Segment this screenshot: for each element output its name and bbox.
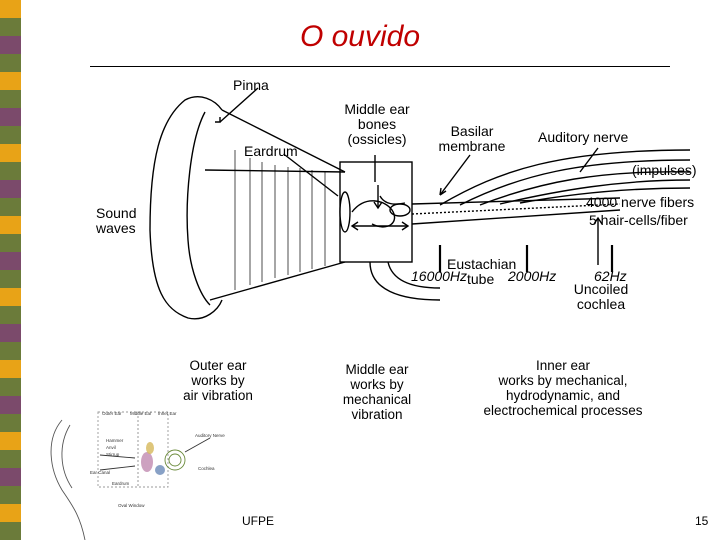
label-auditory-nerve: Auditory nerve [538, 129, 629, 145]
caption-outer-ear: Outer ear works by air vibration [183, 358, 253, 403]
inset-label: Auditory Nerve [195, 433, 225, 438]
label-pinna: Pinna [233, 77, 269, 93]
slide-title: O ouvido [299, 20, 421, 53]
label-uncoiled-cochlea: Uncoiled cochlea [573, 281, 629, 312]
inset-label: Eardrum [112, 481, 130, 486]
stripe-block [0, 414, 21, 432]
stripe-block [0, 72, 21, 90]
label-basilar-membrane: Basilar membrane [438, 123, 506, 154]
stripe-block [0, 198, 21, 216]
inset-label: Hammer [106, 438, 124, 443]
frequency-label-high: 16000Hz [411, 268, 468, 284]
stripe-block [0, 468, 21, 486]
label-nerve-fibers: 4000 nerve fibers [586, 194, 695, 210]
inset-label: Stirrup [106, 452, 120, 457]
label-impulses: (impulses) [632, 162, 697, 178]
inset-label: Oval Window [118, 503, 145, 508]
inset-label: Cochlea [198, 466, 215, 471]
stripe-block [0, 378, 21, 396]
stripe-block [0, 90, 21, 108]
caption-inner-ear: Inner ear works by mechanical, hydrodyna… [483, 358, 643, 418]
label-eustachian-tube: Eustachian tube [447, 256, 517, 287]
stripe-block [0, 288, 21, 306]
title-divider [90, 66, 670, 67]
page-number: 15 [695, 514, 709, 528]
stripe-block [0, 396, 21, 414]
stripe-block [0, 360, 21, 378]
stripe-block [0, 522, 21, 540]
stripe-block [0, 486, 21, 504]
stripe-block [0, 162, 21, 180]
stripe-block [0, 504, 21, 522]
stripe-block [0, 144, 21, 162]
stripe-block [0, 450, 21, 468]
inset-label: Outer Ear [102, 411, 122, 416]
footer-institution: UFPE [242, 514, 275, 528]
stripe-block [0, 252, 21, 270]
frequency-label-low: 62Hz [594, 268, 627, 284]
stripe-block [0, 18, 21, 36]
label-sound-waves: Sound waves [96, 205, 137, 236]
stripe-block [0, 306, 21, 324]
label-middle-ear-bones: Middle ear bones (ossicles) [344, 101, 410, 147]
inset-label: Inner Ear [158, 411, 177, 416]
stripe-block [0, 342, 21, 360]
stripe-block [0, 54, 21, 72]
stripe-block [0, 324, 21, 342]
stripe-block [0, 270, 21, 288]
inset-label: Anvil [106, 445, 116, 450]
label-eardrum: Eardrum [244, 143, 298, 159]
inset-label: Ear Canal [90, 470, 111, 475]
stripe-block [0, 234, 21, 252]
stripe-block [0, 180, 21, 198]
label-hair-cells: 5 hair-cells/fiber [589, 212, 688, 228]
caption-middle-ear: Middle ear works by mechanical vibration [342, 362, 412, 422]
stripe-block [0, 216, 21, 234]
stripe-block [0, 126, 21, 144]
stripe-block [0, 432, 21, 450]
stripe-block [0, 0, 21, 18]
inset-label: Middle Ear [130, 411, 152, 416]
decorative-stripe [0, 0, 21, 540]
stripe-block [0, 108, 21, 126]
stripe-block [0, 36, 21, 54]
frequency-label-mid: 2000Hz [508, 268, 557, 284]
